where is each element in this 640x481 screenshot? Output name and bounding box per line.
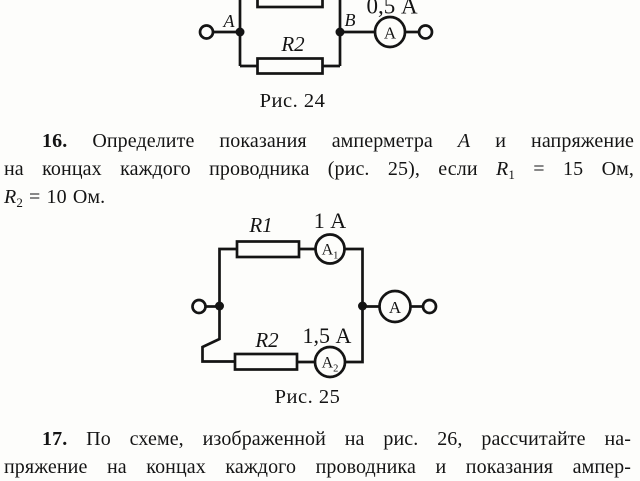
problem-17-line-2: пряжение на концах каждого проводника и … (4, 454, 631, 481)
ammeter-1-subscript: 1 (333, 251, 338, 262)
problem-16-text: на концах каждого проводника (рис. 25), … (4, 158, 478, 180)
ammeter-letter: А (384, 24, 397, 43)
node-b (336, 28, 345, 37)
figure-24-caption: Рис. 24 (240, 90, 345, 113)
r1-subscript: 1 (508, 167, 515, 182)
left-terminal (193, 300, 206, 313)
node-a-label: A (223, 11, 236, 31)
resistor-2-label: R2 (280, 32, 305, 56)
ammeter-1-symbol: А (322, 242, 334, 259)
r2-symbol: R (4, 186, 16, 208)
problem-16-line-2: на концах каждого проводника (рис. 25), … (4, 156, 634, 184)
right-terminal (423, 300, 436, 313)
resistor-1-label: R1 (248, 213, 272, 237)
r1-symbol: R (496, 158, 508, 180)
node-b-label: B (345, 10, 356, 30)
resistor-2 (235, 354, 297, 370)
problem-16: 16. Определите показания амперметра А и … (4, 128, 634, 211)
ammeter-2-symbol: А (322, 355, 334, 372)
problem-16-number: 16. (42, 130, 67, 152)
problem-17-text: По схеме, изображенной на рис. 26, рассч… (86, 428, 631, 450)
problem-17: 17. По схеме, изображенной на рис. 26, р… (4, 426, 631, 481)
problem-17-line-1: 17. По схеме, изображенной на рис. 26, р… (4, 426, 631, 454)
problem-17-text: пряжение на концах каждого проводника и … (4, 456, 631, 478)
problem-17-number: 17. (42, 428, 67, 450)
r1-value: = 15 Ом, (533, 158, 634, 180)
r2-value: = 10 Ом. (29, 186, 105, 208)
right-node (358, 302, 367, 311)
resistor-1 (258, 0, 323, 7)
figure-25-caption: Рис. 25 (255, 386, 360, 409)
figure-25-circuit: R1 1 А R2 1,5 А А1 А2 А (185, 205, 445, 405)
problem-16-text: Определите показания амперметра (92, 130, 433, 152)
left-terminal (200, 26, 213, 39)
branch-2-current-label: 1,5 А (303, 323, 352, 348)
problem-16-line-1: 16. Определите показания амперметра А и … (4, 128, 634, 156)
r2-subscript: 2 (16, 195, 23, 210)
figure-24-circuit: 0,5 А A B R2 А (180, 0, 450, 80)
resistor-2-label: R2 (254, 328, 279, 352)
problem-16-text: и напряжение (495, 130, 634, 152)
current-label: 0,5 А (366, 0, 418, 19)
branch-1-current-label: 1 А (314, 208, 347, 233)
ammeter-symbol: А (458, 130, 470, 152)
ammeter-2-subscript: 2 (333, 364, 338, 375)
node-a (236, 28, 245, 37)
left-node (215, 302, 224, 311)
right-terminal (419, 26, 432, 39)
resistor-1 (237, 242, 299, 258)
resistor-2 (258, 59, 323, 74)
ammeter-main-letter: А (389, 298, 402, 317)
